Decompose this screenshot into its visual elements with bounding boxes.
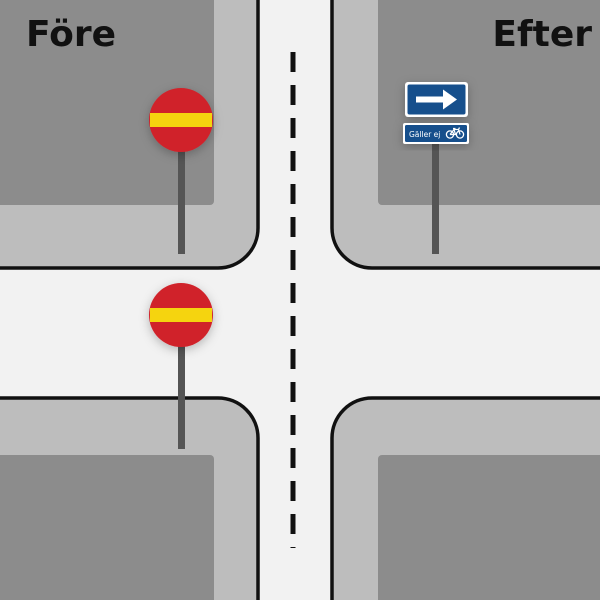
no-entry-sign-lower [149, 283, 213, 449]
arrow-right-icon [416, 89, 457, 110]
except-bicycles-plate: Gäller ej [403, 123, 469, 144]
sign-pole [178, 335, 185, 449]
before-title: Före [26, 14, 117, 55]
one-way-arrow-right-sign [405, 82, 468, 117]
curb-top-left [0, 0, 260, 270]
one-way-sign-assembly: Gäller ej [403, 82, 469, 254]
curb-bottom-right [330, 396, 600, 600]
block-bottom-right [378, 455, 600, 600]
block-bottom-left [0, 455, 214, 600]
no-entry-bar [150, 113, 212, 127]
curb-top-right [330, 0, 600, 270]
bicycle-icon [445, 127, 465, 139]
block-top-left [0, 0, 214, 205]
sign-pole [432, 140, 439, 254]
no-entry-sign-upper [149, 88, 213, 254]
no-entry-bar [150, 308, 212, 322]
after-title: Efter [492, 14, 592, 55]
supplementary-plate-label: Gäller ej [409, 130, 440, 139]
sign-pole [178, 140, 185, 254]
curb-bottom-left [0, 396, 260, 600]
